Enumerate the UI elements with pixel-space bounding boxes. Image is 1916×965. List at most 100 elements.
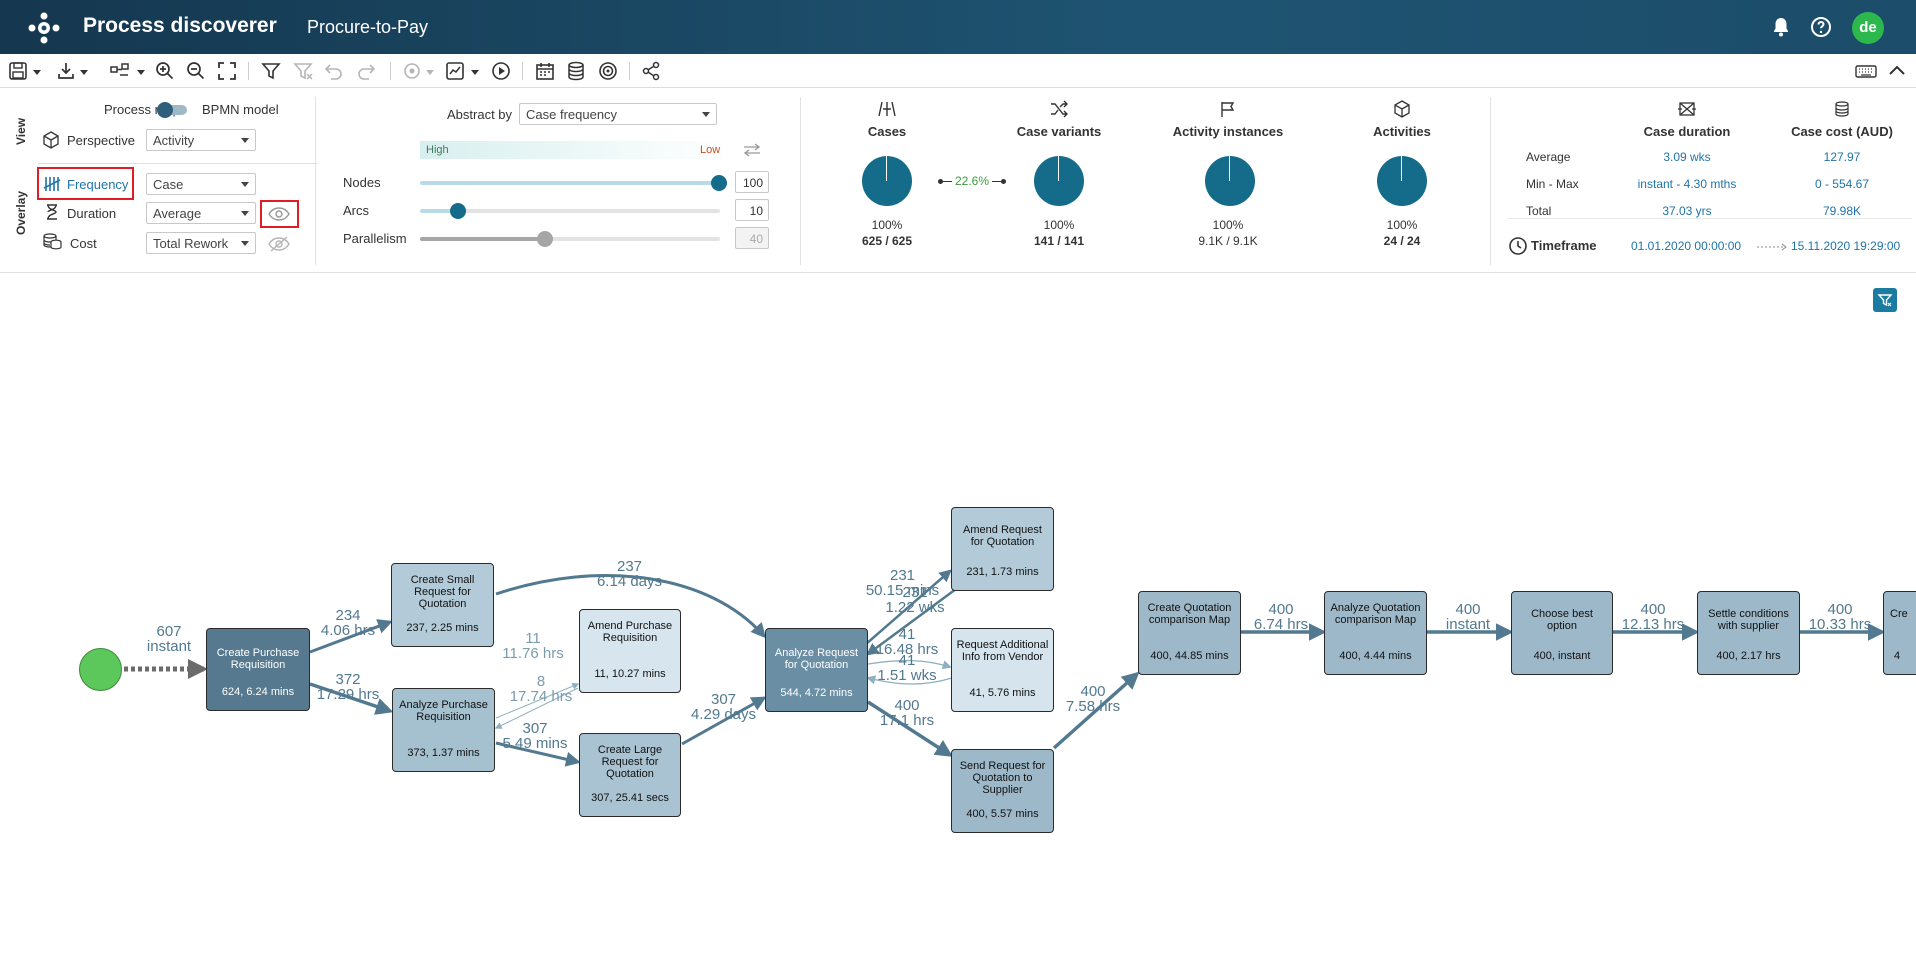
- case-variants-pie-chart[interactable]: [1034, 156, 1084, 206]
- cost-select[interactable]: Total Rework: [146, 232, 256, 254]
- edge-request-info-to-analyze-rfq[interactable]: [866, 675, 953, 685]
- perspective-label: Perspective: [67, 133, 135, 148]
- nodes-slider-track[interactable]: [420, 181, 720, 185]
- keyboard-icon[interactable]: [1855, 60, 1877, 82]
- edge-analyze-rfq-to-amend-rfq[interactable]: [865, 569, 952, 645]
- zoom-out-icon[interactable]: [185, 60, 207, 82]
- play-icon[interactable]: [490, 60, 512, 82]
- eye-off-icon[interactable]: [268, 236, 290, 252]
- swap-icon[interactable]: [741, 142, 763, 158]
- filter-button[interactable]: [1873, 288, 1897, 312]
- process-map-edges: [124, 569, 1886, 767]
- target-icon[interactable]: [597, 60, 619, 82]
- edge-analyze-pr-to-large-rfq[interactable]: [495, 741, 581, 767]
- arcs-slider-fill: [420, 209, 458, 213]
- arcs-slider-track[interactable]: [420, 209, 720, 213]
- app-logo-icon[interactable]: [28, 12, 60, 44]
- activities-pie-chart[interactable]: [1377, 156, 1427, 206]
- timeframe-end[interactable]: 15.11.2020 19:29:00: [1791, 239, 1901, 253]
- variants-ratio-value: 22.6%: [952, 174, 992, 188]
- edge-analyze-rfq-to-request-info[interactable]: [867, 659, 952, 670]
- database-icon[interactable]: [565, 60, 587, 82]
- timeframe-start[interactable]: 01.01.2020 00:00:00: [1631, 239, 1742, 253]
- app-header: Process discoverer Procure-to-Pay de: [0, 0, 1916, 54]
- parallelism-slider-handle: [537, 231, 553, 247]
- save-icon[interactable]: [7, 60, 29, 82]
- frequency-select[interactable]: Case: [146, 173, 256, 195]
- edge-cpr-to-analyze-pr[interactable]: [309, 682, 394, 715]
- layout-icon[interactable]: [109, 60, 131, 82]
- zoom-in-icon[interactable]: [154, 60, 176, 82]
- activities-cube-icon: [1394, 100, 1410, 118]
- collapse-icon[interactable]: [1886, 60, 1908, 82]
- eye-icon[interactable]: [268, 206, 290, 222]
- help-icon[interactable]: [1809, 15, 1833, 39]
- edge-cpr-to-small-rfq[interactable]: [309, 619, 393, 654]
- download-menu-caret[interactable]: [80, 70, 88, 75]
- hourglass-icon: [47, 204, 57, 220]
- frequency-overlay-option[interactable]: Frequency: [67, 177, 129, 192]
- calendar-icon[interactable]: [534, 60, 556, 82]
- cases-pie-chart[interactable]: [862, 156, 912, 206]
- edge-amend-rfq-to-analyze-rfq[interactable]: [865, 587, 957, 656]
- layout-menu-caret[interactable]: [137, 70, 145, 75]
- coins-icon: [43, 233, 62, 250]
- share-icon[interactable]: [640, 60, 662, 82]
- cases-icon: [878, 101, 896, 117]
- arcs-slider-handle[interactable]: [450, 203, 466, 219]
- toolbar: [0, 54, 1916, 138]
- cost-overlay-option[interactable]: Cost: [70, 236, 97, 251]
- nodes-slider-handle[interactable]: [711, 175, 727, 191]
- activity-instances-percent: 100%: [1212, 218, 1244, 232]
- cases-value: 625 / 625: [861, 234, 913, 248]
- edge-analyze-rfq-to-send-rfq[interactable]: [867, 700, 953, 757]
- bell-icon[interactable]: [1769, 15, 1793, 39]
- abstract-by-select[interactable]: Case frequency: [519, 103, 717, 125]
- edge-large-rfq-to-analyze-rfq[interactable]: [681, 696, 767, 746]
- cases-percent: 100%: [871, 218, 903, 232]
- perspective-select[interactable]: Activity: [146, 129, 256, 151]
- duration-select[interactable]: Average: [146, 202, 256, 224]
- toolbar-divider: [629, 62, 630, 80]
- filter-icon[interactable]: [260, 60, 282, 82]
- start-node[interactable]: [79, 648, 122, 691]
- save-menu-caret[interactable]: [33, 70, 41, 75]
- chart-menu-caret[interactable]: [471, 70, 479, 75]
- download-icon[interactable]: [55, 60, 77, 82]
- edge-amend-pr-to-analyze-pr[interactable]: [494, 687, 579, 729]
- fit-screen-icon[interactable]: [216, 60, 238, 82]
- edge-send-rfq-to-create-map[interactable]: [1052, 671, 1140, 750]
- user-avatar[interactable]: de: [1852, 12, 1884, 44]
- case-variants-percent: 100%: [1043, 218, 1075, 232]
- view-mode-toggle[interactable]: [157, 102, 187, 118]
- timeframe-label: Timeframe: [1531, 238, 1597, 253]
- nodes-value-input[interactable]: 100: [735, 171, 769, 193]
- edge-small-rfq-to-analyze-rfq[interactable]: [495, 574, 766, 639]
- edge-analyze-pr-to-amend-pr[interactable]: [495, 682, 580, 719]
- activity-instances-pie-chart[interactable]: [1205, 156, 1255, 206]
- arcs-value-input[interactable]: 10: [735, 199, 769, 221]
- chart-icon[interactable]: [444, 60, 466, 82]
- project-title: Procure-to-Pay: [307, 17, 429, 37]
- panel-divider: [800, 97, 801, 265]
- toolbar-divider: [522, 62, 523, 80]
- duration-overlay-option[interactable]: Duration: [67, 206, 117, 221]
